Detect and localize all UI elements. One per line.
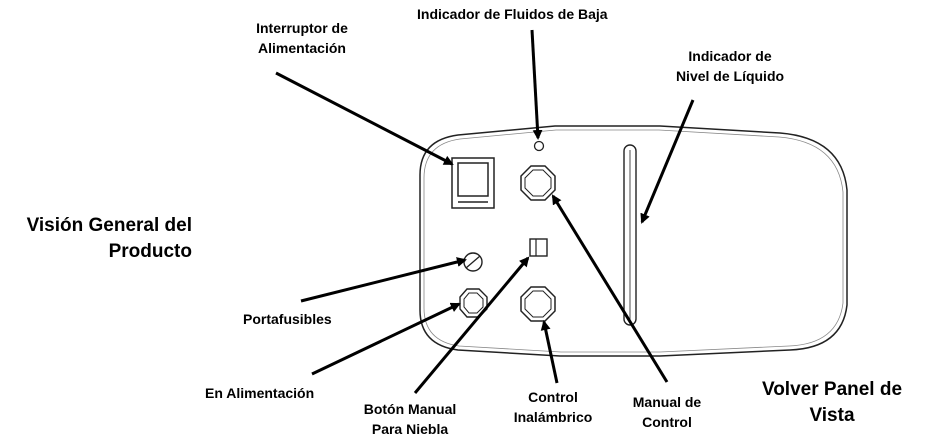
manual-fog-button (529, 238, 548, 257)
arrow-manual-fog (413, 256, 530, 394)
label-low-fluid-indicator: Indicador de Fluidos de Baja (417, 6, 608, 22)
label-power-switch: Interruptor de Alimentación (256, 20, 348, 56)
arrow-power-switch (275, 71, 454, 166)
arrow-manual-control (551, 194, 669, 383)
fuse-holder (463, 252, 483, 272)
label-liquid-level-indicator: Indicador de Nivel de Líquido (675, 48, 785, 84)
label-product-overview: Visión General del Producto (26, 215, 192, 262)
panel-outline (419, 125, 848, 357)
panel-inner-line (423, 129, 844, 353)
label-fuse-holder: Portafusibles (243, 311, 332, 327)
manual-control-knob (520, 165, 556, 201)
label-power-in: En Alimentación (205, 385, 315, 401)
label-back-panel-view: Volver Panel de Vista (761, 379, 903, 426)
arrow-wireless-control (540, 320, 559, 384)
low-fluid-led (533, 140, 545, 152)
arrow-power-in (311, 302, 461, 376)
wireless-control-knob (520, 286, 556, 322)
arrow-low-fluid (530, 29, 543, 140)
label-wireless-control: Control Inalámbrico (513, 389, 593, 425)
power-switch (451, 157, 495, 209)
liquid-level-window (623, 144, 637, 326)
label-manual-fog-button: Botón Manual Para Niebla (363, 401, 457, 437)
label-manual-control: Manual de Control (632, 394, 702, 430)
arrow-fuse-holder (300, 257, 467, 303)
arrow-liquid-level (640, 99, 695, 224)
